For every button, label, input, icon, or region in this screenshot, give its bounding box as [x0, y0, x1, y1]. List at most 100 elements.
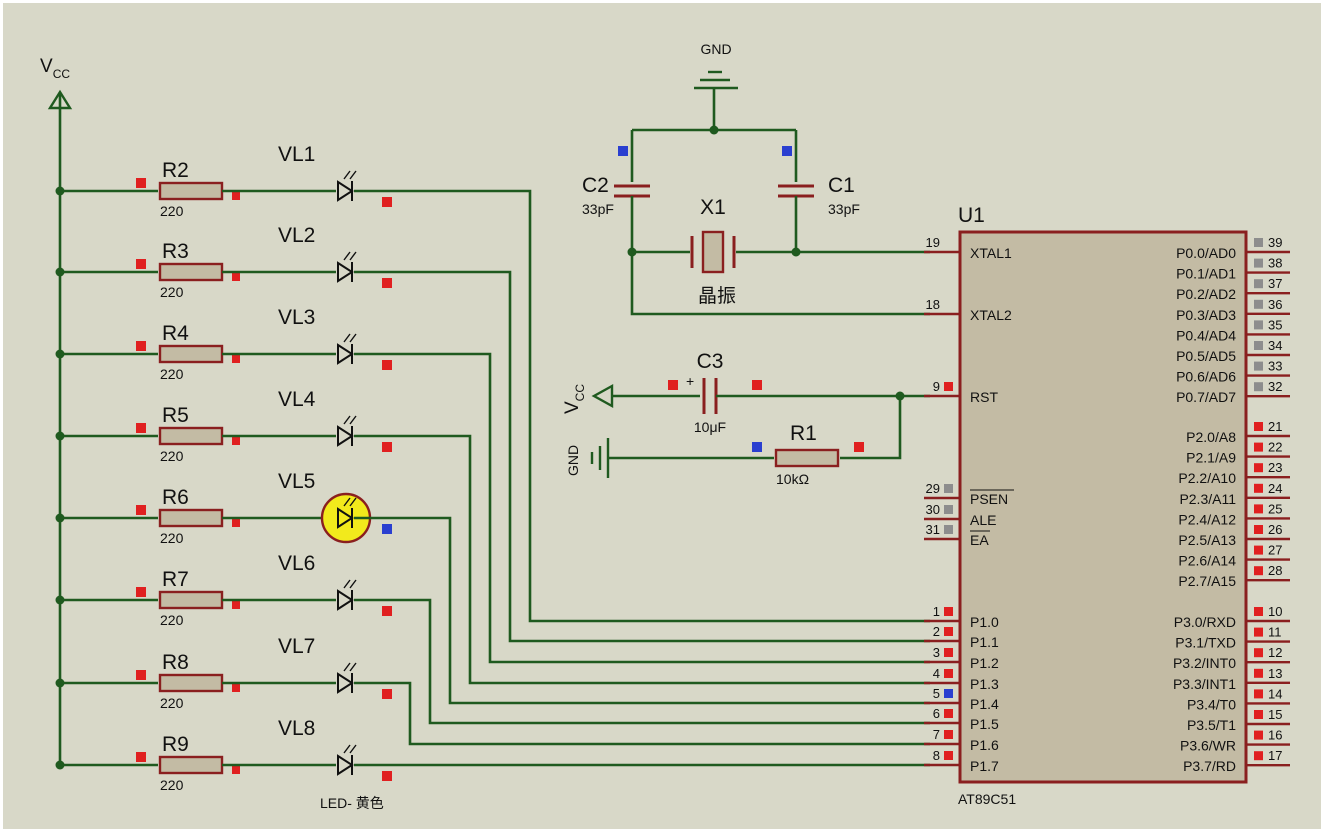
chip-pin-1: 1P1.0 — [924, 604, 999, 630]
crystal-x1: X1 晶振 — [632, 196, 930, 307]
led-icon — [337, 579, 357, 611]
pin-number: 4 — [933, 666, 940, 681]
resistor-value: 220 — [160, 284, 184, 300]
resistor-value: 220 — [160, 777, 184, 793]
led-name: VL8 — [278, 717, 315, 740]
chip-pins: 19XTAL118XTAL29RST29PSEN30ALE31EA1P1.02P… — [924, 235, 1290, 774]
gnd-terminal-top: GND — [694, 41, 738, 90]
pin-number: 13 — [1268, 666, 1282, 681]
pin-name: P3.0/RXD — [1174, 614, 1236, 630]
resistor-r5 — [158, 426, 224, 446]
pin-name: P1.6 — [970, 737, 999, 753]
chip-pin-4: 4P1.3 — [924, 666, 999, 692]
resistor-name: R6 — [162, 486, 189, 509]
pin-number: 31 — [926, 522, 940, 537]
led-name: VL1 — [278, 143, 315, 166]
pin-number: 6 — [933, 706, 940, 721]
resistor-name: R8 — [162, 651, 189, 674]
pin-number: 33 — [1268, 359, 1282, 374]
pin-number: 34 — [1268, 338, 1282, 353]
c3-name: C3 — [697, 350, 724, 373]
pin-number: 29 — [926, 481, 940, 496]
pin-number: 24 — [1268, 481, 1282, 496]
capacitor-c1: C1 33pF — [778, 146, 860, 217]
resistor-value: 220 — [160, 448, 184, 464]
pin-name: ALE — [970, 512, 996, 528]
pin-name: P3.1/TXD — [1175, 635, 1236, 651]
pin-name: P0.6/AD6 — [1176, 369, 1236, 385]
led-row-8: R9 220 VL8 — [55, 717, 930, 793]
pin-number: 21 — [1268, 419, 1282, 434]
pin-name: P2.4/A12 — [1178, 511, 1236, 527]
pin-number: 15 — [1268, 707, 1282, 722]
crystal-icon — [701, 230, 725, 274]
c1-value: 33pF — [828, 201, 860, 217]
vcc-left-label: VCC — [562, 384, 587, 414]
pin-number: 19 — [926, 235, 940, 250]
led-icon — [337, 415, 357, 447]
pin-name: XTAL1 — [970, 245, 1012, 261]
c1-name: C1 — [828, 174, 855, 197]
pin-name: XTAL2 — [970, 307, 1012, 323]
chip-body — [958, 230, 1248, 784]
pin-name: RST — [970, 389, 998, 405]
pin-number: 37 — [1268, 276, 1282, 291]
pin-name: P3.2/INT0 — [1173, 655, 1236, 671]
vcc-top-label: VCC — [40, 56, 70, 81]
chip-pin-3: 3P1.2 — [924, 645, 999, 671]
pin-name: P1.3 — [970, 676, 999, 692]
led-name: VL5 — [278, 470, 315, 493]
led-name: VL6 — [278, 552, 315, 575]
pin-number: 10 — [1268, 604, 1282, 619]
pin-name: P0.3/AD3 — [1176, 307, 1236, 323]
pin-name: P3.6/WR — [1180, 738, 1236, 754]
pin-name: P3.4/T0 — [1187, 696, 1236, 712]
x1-name: X1 — [700, 196, 726, 219]
led-name: VL7 — [278, 635, 315, 658]
resistor-r6 — [158, 508, 224, 528]
pin-name: P2.1/A9 — [1186, 450, 1236, 466]
pin-number: 25 — [1268, 501, 1282, 516]
pin-number: 3 — [933, 645, 940, 660]
chip-pin-6: 6P1.5 — [924, 706, 999, 732]
pin-number: 9 — [933, 379, 940, 394]
led-rows: R2220VL1R3220VL2R4220VL3R5220VL4R6220VL5… — [55, 143, 930, 793]
pin-name: P2.3/A11 — [1179, 491, 1236, 507]
resistor-r1: R1 10kΩ — [752, 422, 864, 487]
led-icon — [337, 170, 357, 202]
pin-number: 26 — [1268, 522, 1282, 537]
chip-ref: U1 — [958, 204, 985, 227]
pin-number: 7 — [933, 727, 940, 742]
resistor-name: R9 — [162, 733, 189, 756]
pin-number: 28 — [1268, 563, 1282, 578]
chip-pin-2: 2P1.1 — [924, 624, 999, 650]
resistor-r3 — [158, 262, 224, 282]
pin-number: 18 — [926, 297, 940, 312]
resistor-r4 — [158, 344, 224, 364]
